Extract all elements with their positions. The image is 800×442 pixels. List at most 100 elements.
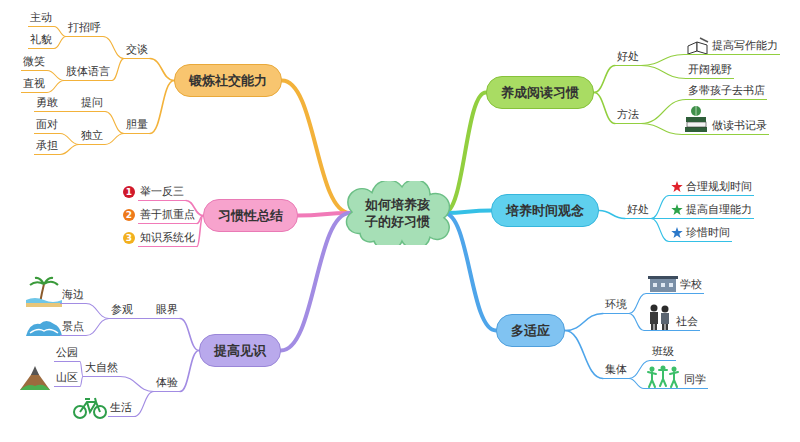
topic-text: 好处 [627,203,649,217]
topic-text: 提高写作能力 [712,39,778,53]
sub-topic: 交谈 [124,42,150,59]
branch-line [629,379,644,389]
branch-line [112,59,124,81]
branch-line [47,71,64,81]
sub-topic: 做读书记录 [682,118,769,135]
topic-text: 体验 [156,376,178,390]
sub-topic: 景点 [60,319,86,336]
topic-text: 眼界 [156,303,178,317]
topic-text: 好处 [617,50,639,64]
branch-line [60,134,79,145]
sub-topic: 环境 [603,297,629,314]
branch-line [641,55,684,66]
sub-topic: 知识系统化 [138,230,197,247]
branch-line [651,219,669,242]
sub-topic: 提问 [79,95,105,112]
main-topic: 习惯性总结 [203,199,298,232]
branch-line [444,211,491,214]
sub-topic: 班级 [650,344,676,361]
branch-line [197,216,203,247]
sub-topic: 胆量 [124,117,150,134]
topic-text: 提高见识 [214,342,266,359]
topic-text: 环境 [605,298,627,312]
branch-line [565,331,603,379]
sub-topic: 善于抓重点 [138,207,197,224]
sub-topic: 体验 [154,375,180,392]
topic-text: 知识系统化 [140,231,195,245]
topic-text: 直视 [23,77,45,91]
topic-text: 锻炼社交能力 [189,72,267,89]
sub-topic: 海边 [60,287,86,304]
sub-topic: 生活 [108,400,134,417]
topic-text: 公园 [56,346,78,360]
branch-line [565,314,603,331]
sub-topic: 公园 [54,345,80,362]
branch-line [80,377,83,387]
sub-topic: 同学 [644,372,708,389]
branch-line [444,213,496,331]
sub-topic: 独立 [79,128,105,145]
star-icon [671,181,682,192]
bicycle-icon [74,398,106,418]
sub-topic: 社会 [644,314,700,331]
branch-line [135,318,154,319]
sub-topic: 多带孩子去书店 [686,83,767,100]
books-stack-icon [685,106,707,132]
topic-text: 同学 [684,373,706,387]
topic-text: 集体 [605,363,627,377]
topic-text: 社会 [676,315,698,329]
branch-line [282,81,350,214]
sub-topic: 提高写作能力 [684,38,780,55]
mountain-icon [20,366,50,390]
topic-text: 习惯性总结 [218,207,283,224]
topic-text: 主动 [30,11,52,25]
topic-text: 交谈 [126,43,148,57]
topic-text: 礼貌 [30,33,52,47]
cloud-shape [342,181,452,245]
topic-text: 多带孩子去书店 [688,84,765,98]
sub-topic: 参观 [109,302,135,319]
branch-line [594,66,615,93]
sub-topic: 方法 [615,107,641,124]
topic-text: 学校 [680,278,702,292]
branch-line [120,377,154,392]
branch-line [629,294,646,314]
branch-line [103,37,124,59]
branch-line [54,37,66,49]
star-icon [671,204,682,215]
sub-topic: 礼貌 [28,32,54,49]
branch-line [594,93,615,124]
topic-text: 肢体语言 [66,65,110,79]
branch-line [651,196,669,219]
topic-text: 面对 [36,118,58,132]
topic-text: 承担 [36,139,58,153]
branch-line [629,361,650,379]
branch-line [641,100,686,124]
people-icon [650,305,669,331]
topic-text: 班级 [652,345,674,359]
branch-line [60,111,79,112]
branch-line [105,134,124,145]
topic-text: 做读书记录 [712,119,767,133]
book-icon [688,38,708,54]
topic-text: 善于抓重点 [140,208,195,222]
topic-text: 如何培养孩子的好习惯 [362,196,432,230]
sub-topic: 山区 [54,370,80,387]
sub-topic: 举一反三 [138,184,186,201]
sub-topic: 主动 [28,10,54,27]
sub-topic: 眼界 [154,302,180,319]
branch-line [641,66,686,79]
star-icon [671,227,682,238]
sub-topic: 好处 [625,202,651,219]
sub-topic: 打招呼 [66,20,103,37]
branch-line [444,93,486,214]
topic-text: 微笑 [23,55,45,69]
branch-line [60,145,79,155]
topic-text: 养成阅读习惯 [501,84,579,101]
branch-line [86,319,109,336]
branch-line [105,112,124,134]
topic-text: 景点 [62,320,84,334]
branch-line [150,59,174,81]
topic-text: 培养时间观念 [506,202,584,219]
